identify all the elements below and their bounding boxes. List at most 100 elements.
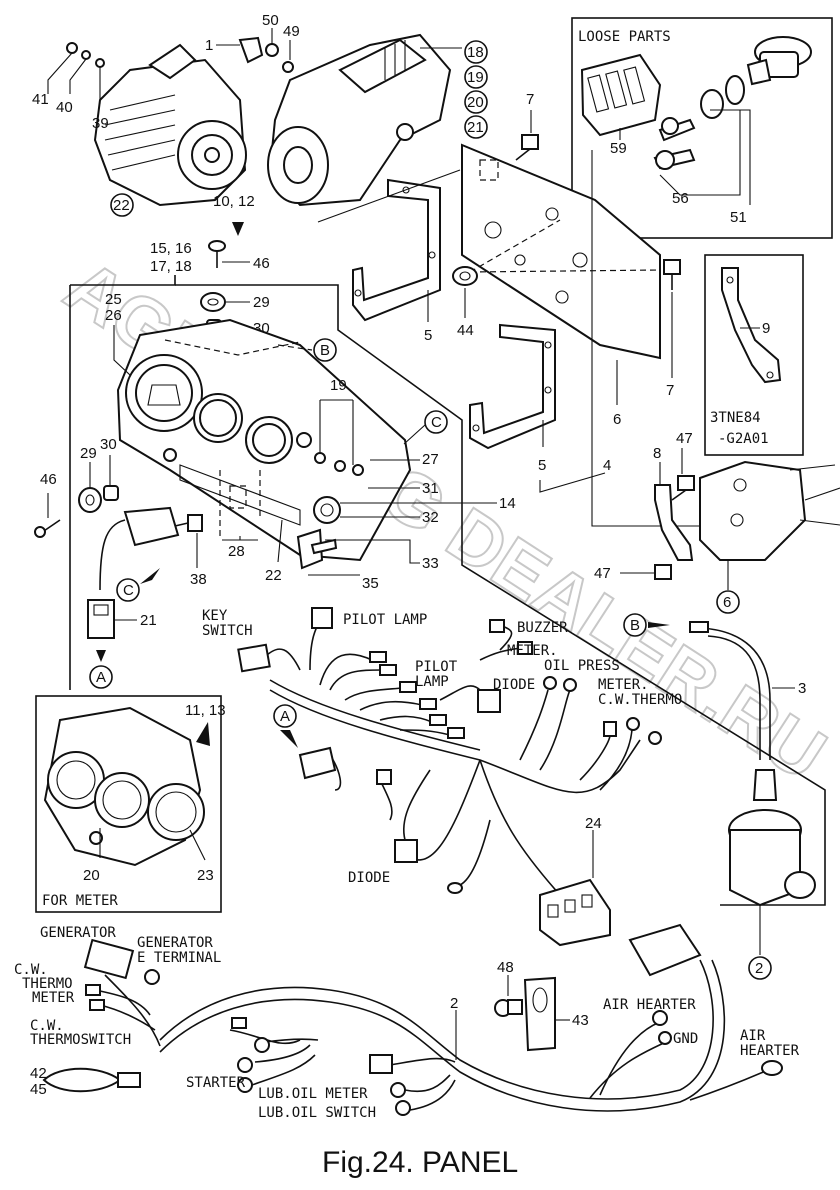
bolt-icon xyxy=(663,259,681,290)
callout-47: 47 xyxy=(676,430,693,447)
nut-icon xyxy=(452,266,478,286)
callout-59: 59 xyxy=(610,140,627,157)
callout-30b: 30 xyxy=(100,436,117,453)
label-lub-meter: LUB.OIL METER xyxy=(258,1086,368,1102)
callout-6: 6 xyxy=(613,411,621,428)
callout-39: 39 xyxy=(92,115,109,132)
label-gnd: GND xyxy=(673,1031,698,1047)
callout-20: 20 xyxy=(467,94,484,111)
letter-B-2: B xyxy=(630,617,640,634)
label-meter-oil-2: OIL PRESS xyxy=(544,658,620,674)
callout-1: 1 xyxy=(205,37,213,54)
label-gen-e-2: E TERMINAL xyxy=(137,950,221,966)
label-air-heater-3: HEARTER xyxy=(740,1043,800,1059)
ref-45: 45 xyxy=(30,1081,47,1098)
letter-B: B xyxy=(320,342,330,359)
callout-46: 46 xyxy=(253,255,270,272)
callout-5b: 5 xyxy=(538,457,546,474)
buzzer-icon xyxy=(123,506,180,547)
bolt-icon xyxy=(494,999,523,1017)
callout-8: 8 xyxy=(653,445,661,462)
label-buzzer: BUZZER xyxy=(517,620,568,636)
callout-2: 2 xyxy=(450,995,458,1012)
engine-code-2: -G2A01 xyxy=(718,431,769,447)
ref-10-12: 10, 12 xyxy=(213,193,255,210)
callout-24: 24 xyxy=(585,815,602,832)
key-icon xyxy=(296,528,338,570)
callout-50: 50 xyxy=(262,12,279,29)
label-pilot-lamp: PILOT LAMP xyxy=(343,612,427,628)
callout-43: 43 xyxy=(572,1012,589,1029)
callout-7b: 7 xyxy=(666,382,674,399)
label-cw-thermo-1: C.W. xyxy=(14,962,48,978)
bracket-icon xyxy=(654,484,694,561)
callout-40: 40 xyxy=(56,99,73,116)
callout-4: 4 xyxy=(603,457,611,474)
clamp-icon xyxy=(523,976,556,1052)
label-cw-switch-1: C.W. xyxy=(30,1018,64,1034)
ref-11-13: 11, 13 xyxy=(185,702,226,719)
cable-tie-icon xyxy=(42,1067,141,1093)
callout-5: 5 xyxy=(424,327,432,344)
callout-21b: 21 xyxy=(140,612,157,629)
label-diode-1: DIODE xyxy=(493,677,535,693)
label-key-2: SWITCH xyxy=(202,623,253,639)
bracket-icon xyxy=(352,178,441,322)
callout-35: 35 xyxy=(362,575,379,592)
for-meter-box: 11, 13 20 23 FOR METER xyxy=(35,695,226,913)
callout-33: 33 xyxy=(422,555,439,572)
engine-code-box: 9 3TNE84 -G2A01 xyxy=(704,254,804,456)
label-gen-e-1: GENERATOR xyxy=(137,935,213,951)
starter-motor-icon xyxy=(267,33,452,207)
label-cw-thermo-3: METER xyxy=(32,990,75,1006)
callout-7: 7 xyxy=(526,91,534,108)
callout-20b: 20 xyxy=(83,867,100,884)
engine-code-1: 3TNE84 xyxy=(710,410,761,426)
callout-41: 41 xyxy=(32,91,49,108)
bolt-icon xyxy=(671,475,695,501)
ref-42: 42 xyxy=(30,1065,47,1082)
label-pilot-lamp2-2: LAMP xyxy=(415,674,449,690)
callout-28: 28 xyxy=(228,543,245,560)
label-generator: GENERATOR xyxy=(40,925,116,941)
callout-3: 3 xyxy=(798,680,806,697)
letter-A-2: A xyxy=(280,708,290,725)
callout-46b: 46 xyxy=(40,471,57,488)
engine-block-icon xyxy=(699,460,840,561)
label-meter-cw-1: METER. xyxy=(598,677,649,693)
label-key-1: KEY xyxy=(202,608,228,624)
figure-title: Fig.24. PANEL xyxy=(322,1146,518,1179)
bracket-icon xyxy=(469,323,556,450)
letter-A: A xyxy=(96,669,106,686)
instrument-panel-icon xyxy=(116,318,412,562)
bushing-icon xyxy=(103,485,119,501)
bolt-icon xyxy=(174,514,203,532)
mounting-plate-icon xyxy=(461,143,661,360)
callout-22b: 22 xyxy=(265,567,282,584)
grommet-icon xyxy=(78,487,102,513)
callout-25: 25 xyxy=(105,291,122,308)
letter-C-2: C xyxy=(123,582,134,599)
callout-26: 26 xyxy=(105,307,122,324)
screw-icon xyxy=(34,519,61,538)
bolt-icon xyxy=(515,134,539,161)
callout-48: 48 xyxy=(497,959,514,976)
label-meter-oil-1: METER. xyxy=(507,643,558,659)
loose-parts-label: LOOSE PARTS xyxy=(578,29,671,45)
label-cw-switch-2: THERMOSWITCH xyxy=(30,1032,131,1048)
key-switch-icon xyxy=(653,36,812,170)
callout-9: 9 xyxy=(762,320,770,337)
cable-icon xyxy=(689,621,771,760)
label-meter-cw-2: C.W.THERMO xyxy=(598,692,682,708)
wiring-harness-icon xyxy=(237,607,662,947)
main-harness-icon xyxy=(83,923,783,1116)
for-meter-label: FOR METER xyxy=(42,893,118,909)
callout-2-circled: 2 xyxy=(755,960,763,977)
label-air-heater-1: AIR HEARTER xyxy=(603,997,696,1013)
nut-washer-icons xyxy=(66,42,105,68)
key-switch-cover-icon xyxy=(580,53,662,137)
callout-23: 23 xyxy=(197,867,214,884)
callout-31: 31 xyxy=(422,480,439,497)
label-lub-switch: LUB.OIL SWITCH xyxy=(258,1105,376,1121)
